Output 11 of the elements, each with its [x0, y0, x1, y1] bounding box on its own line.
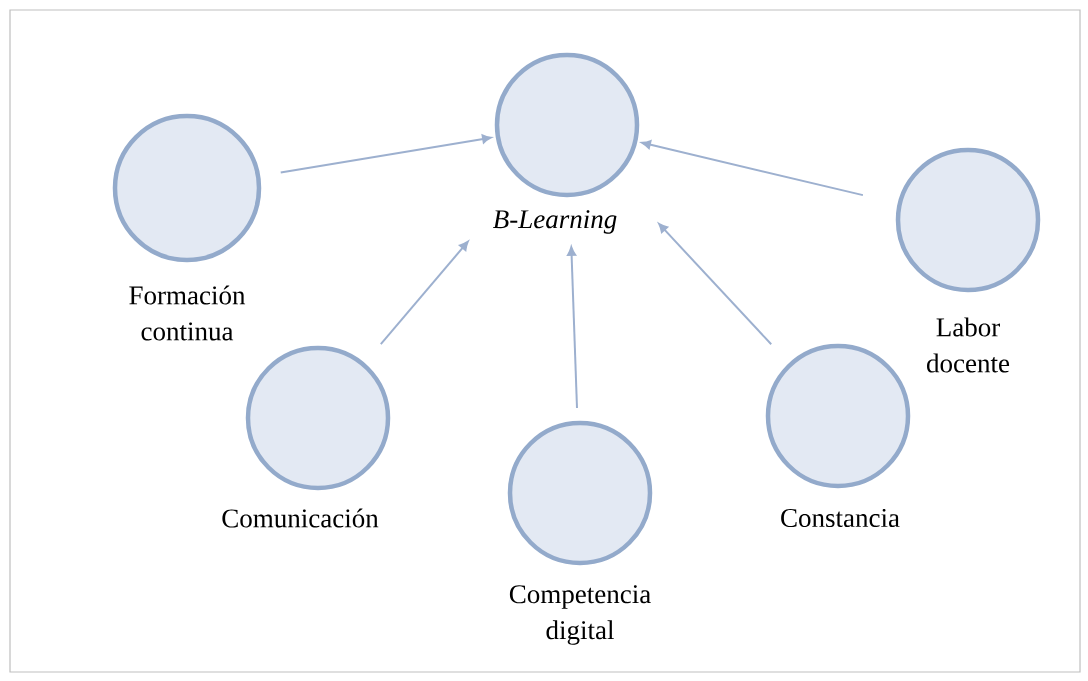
- node-label: B-Learning: [493, 210, 617, 234]
- node-label: Comunicación: [222, 508, 379, 528]
- node-label: Formación continua: [129, 285, 246, 341]
- arrow: [379, 240, 469, 346]
- arrow: [567, 246, 578, 410]
- arrow: [641, 140, 864, 197]
- node-label: Constancia: [781, 508, 900, 528]
- arrow: [658, 223, 773, 346]
- node-label: Competencia digital: [509, 585, 651, 645]
- arrow: [279, 134, 492, 174]
- node-label: Labor docente: [927, 317, 1010, 373]
